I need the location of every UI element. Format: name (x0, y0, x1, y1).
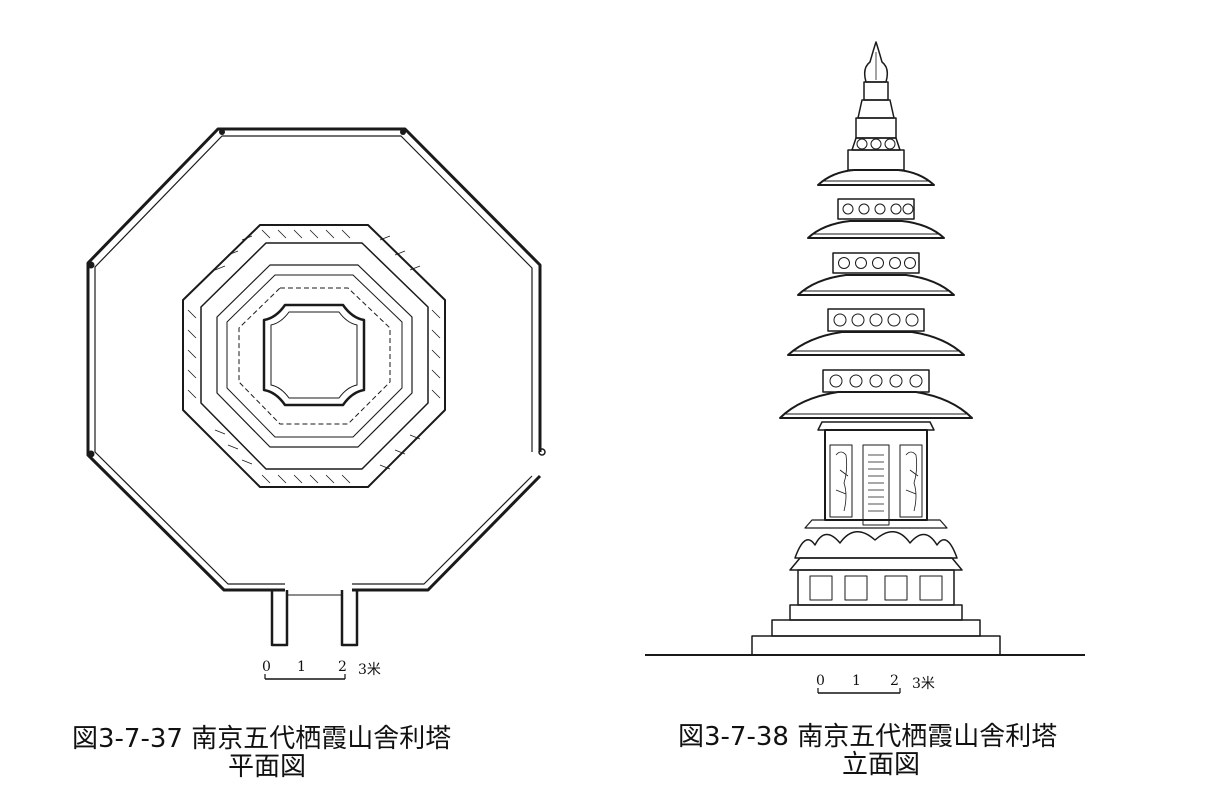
caption-line1: 図3-7-38 南京五代栖霞山舎利塔 (678, 722, 1058, 752)
eave-4 (807, 220, 945, 239)
caption-line2: 平面図 (228, 752, 307, 782)
platform-hatching (187, 229, 441, 484)
base-niches (809, 575, 943, 601)
scale-label-1: 1 (852, 673, 861, 689)
base-ring-2 (226, 274, 403, 438)
entrance-right (340, 590, 359, 647)
caption-line2: 立面図 (842, 750, 921, 780)
inner-chamber (262, 303, 366, 407)
outer-wall-inner-line (94, 135, 533, 585)
eave-3 (797, 274, 955, 296)
platform-outer (182, 224, 446, 488)
elevation-figure: 0 1 2 3米 図3-7-38 南京五代栖霞山舎利塔 立面図 (600, 0, 1205, 793)
scale-label-2: 2 (338, 659, 347, 675)
outer-wall-right (352, 474, 542, 592)
relief-center (862, 444, 890, 526)
base-ring-dashed (238, 287, 391, 425)
caption-line1: 図3-7-37 南京五代栖霞山舎利塔 (72, 724, 452, 754)
base-ring-1 (216, 264, 413, 448)
pagoda-plan-drawing (86, 127, 546, 647)
pagoda-elevation-drawing (645, 41, 1085, 656)
entrance-left (270, 590, 289, 647)
scale-label-1: 1 (297, 659, 306, 675)
relief-left (829, 444, 853, 518)
relief-right (899, 444, 923, 518)
plan-figure: 0 1 2 3米 図3-7-37 南京五代栖霞山舎利塔 平面図 (0, 0, 600, 793)
scale-label-0: 0 (816, 673, 825, 689)
platform-inner (200, 242, 429, 470)
scale-bar-left (264, 674, 346, 680)
lotus-pedestal (794, 531, 958, 559)
scale-label-3: 3米 (358, 662, 381, 678)
outer-wall (86, 127, 542, 592)
scale-label-2: 2 (890, 673, 899, 689)
scale-bar-right (817, 688, 901, 694)
scale-label-0: 0 (262, 659, 271, 675)
spire-finial (863, 41, 889, 83)
scale-label-3: 3米 (912, 676, 935, 692)
eave-2 (787, 331, 965, 356)
